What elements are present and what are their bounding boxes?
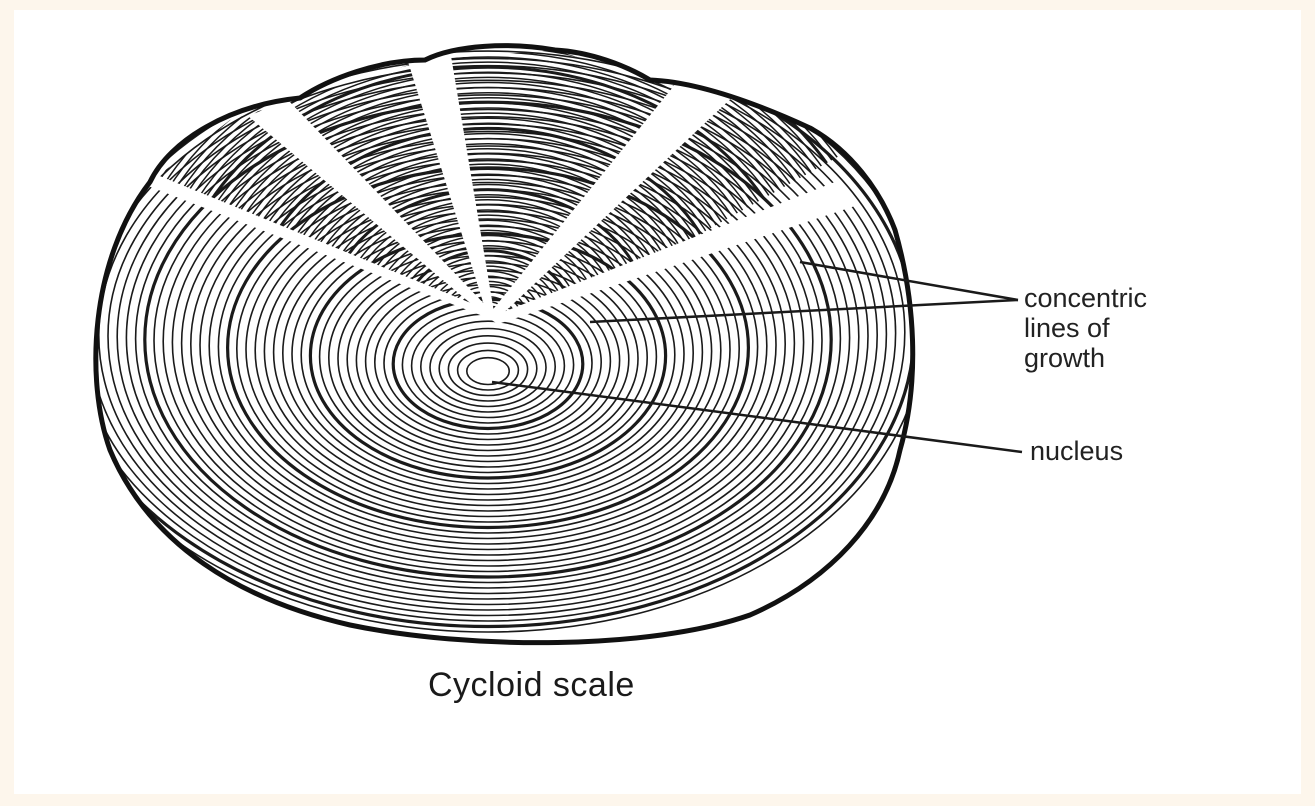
label-concentric-lines-of-growth: concentric lines of growth: [1024, 283, 1147, 373]
label-nucleus: nucleus: [1030, 436, 1123, 466]
figure-caption: Cycloid scale: [428, 666, 635, 705]
